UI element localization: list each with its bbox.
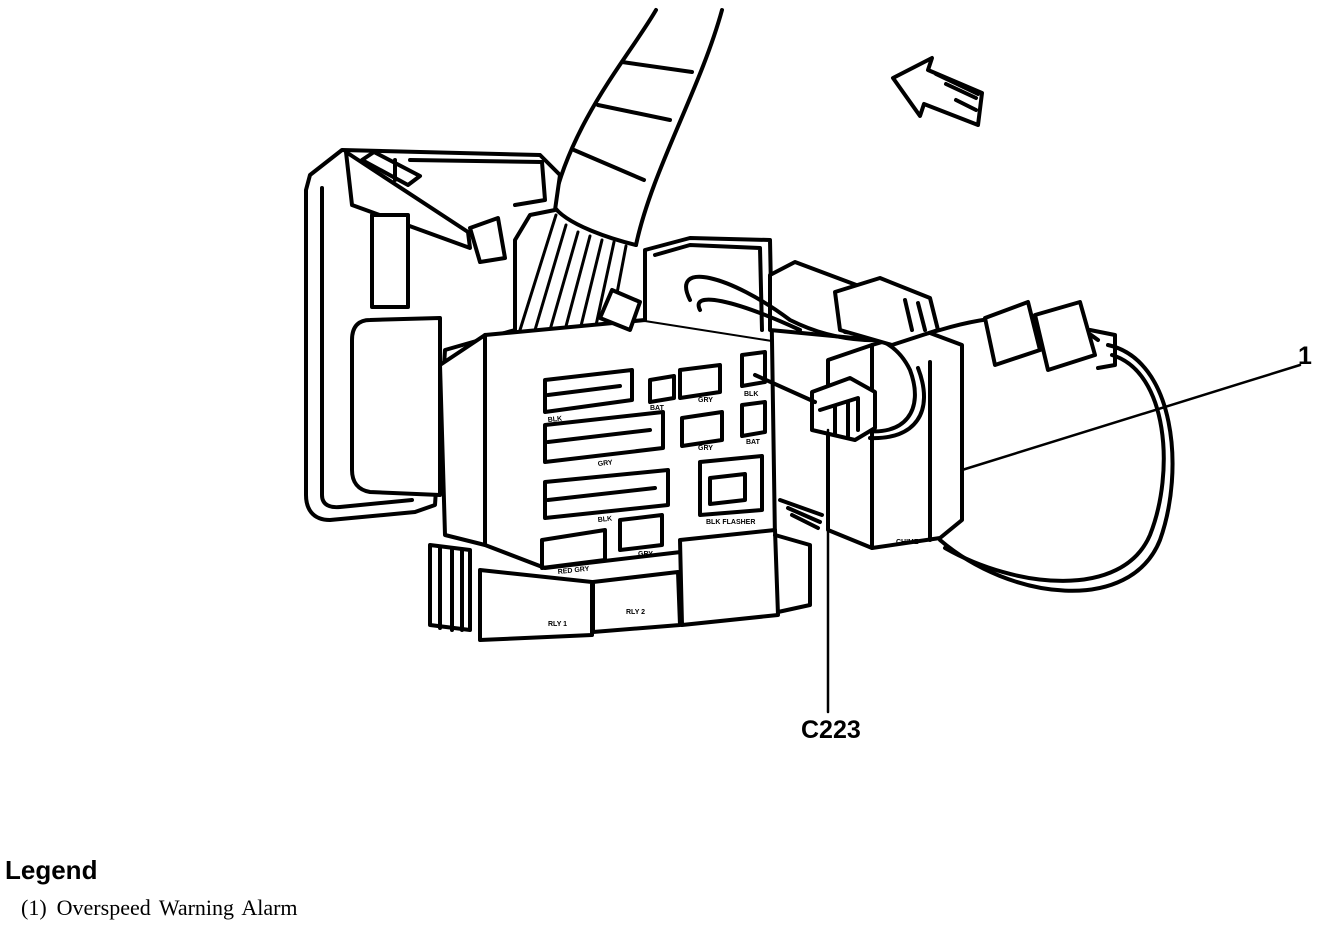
label-gry-1: GRY [698,397,713,404]
label-rly-1: RLY 1 [548,621,567,628]
mounting-bracket [304,148,562,522]
component-locator-diagram: BLK BAT GRY BLK GRY GRY BAT BLK BLK FLAS… [304,8,1312,744]
label-bat-2: BAT [746,439,761,446]
legend: Legend (1) Overspeed Warning Alarm [5,852,705,922]
label-blk-flasher: BLK FLASHER [706,519,755,526]
direction-arrow-icon [891,56,984,127]
label-chime: CHIME [896,539,919,546]
label-blk-top-right: BLK [744,391,758,398]
legend-title: Legend [5,855,98,885]
alarm-pigtail [684,274,1175,593]
c223-connector [753,373,877,442]
c223-label: C223 [801,716,861,744]
wiring-harness [518,8,724,332]
label-blk-1: BLK [547,416,562,424]
fuse-block [428,236,824,642]
label-red-gry: RED GRY [557,566,590,576]
callout-1-label: 1 [1298,342,1312,370]
legend-item-number: (1) [21,895,47,920]
legend-item-text: Overspeed Warning Alarm [56,895,298,920]
label-gry-3: GRY [698,445,713,452]
callout-1-leader [960,363,1302,472]
label-rly-2: RLY 2 [626,609,645,616]
label-blk-2: BLK [597,516,612,524]
label-bat-1: BAT [650,405,665,412]
legend-item: (1) Overspeed Warning Alarm [21,894,705,922]
label-gry-4: GRY [638,551,653,558]
label-gry-2: GRY [597,459,613,468]
